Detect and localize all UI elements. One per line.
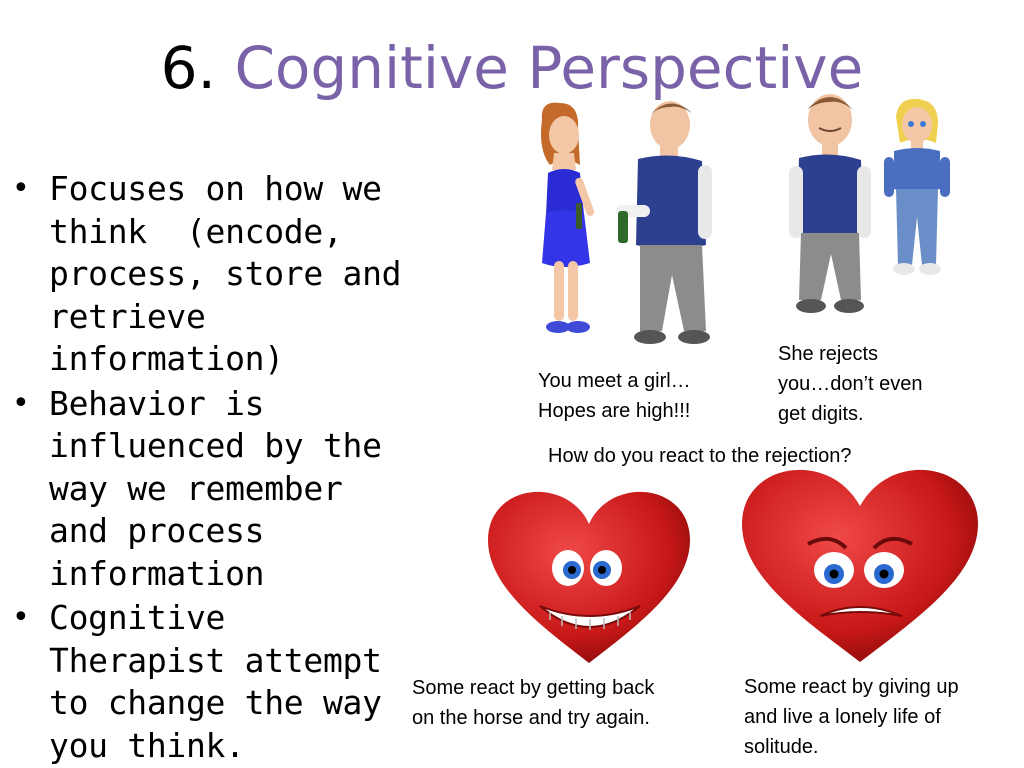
caption-question: How do you react to the rejection? — [548, 445, 852, 467]
bullet-dot-icon: • — [12, 385, 30, 421]
sad-heart-illustration — [742, 469, 978, 662]
bullet-dot-icon: • — [12, 600, 30, 635]
title-number: 6. — [160, 34, 216, 102]
caption-happy: Some react by getting back on the horse … — [412, 677, 655, 729]
girl-walking-away-illustration — [884, 98, 950, 275]
caption-meet: You meet a girl… Hopes are high!!! — [538, 370, 691, 422]
man-figure — [616, 101, 712, 344]
girl-figure — [541, 102, 595, 333]
bullet-item: • Behavior is influenced by the way we re… — [10, 383, 420, 596]
bullet-text: Behavior is influenced by the way we rem… — [49, 383, 402, 593]
bullet-dot-icon: • — [12, 171, 30, 206]
title-text: Cognitive Perspective — [234, 34, 864, 102]
happy-heart-illustration — [488, 491, 690, 663]
rejected-man-illustration — [789, 94, 871, 313]
slide-title: 6. Cognitive Perspective — [0, 28, 1024, 108]
caption-rejects: She rejects you…don’t even get digits. — [778, 343, 923, 425]
bullet-list: • Focuses on how we think (encode, proces… — [10, 168, 420, 768]
caption-sad: Some react by giving up and live a lonel… — [744, 676, 959, 758]
bullet-text: Cognitive Therapist attempt to change th… — [49, 598, 402, 765]
couple-meeting-illustration — [541, 101, 712, 344]
bullet-item: • Focuses on how we think (encode, proces… — [10, 168, 420, 381]
bullet-item: • Cognitive Therapist attempt to change t… — [10, 597, 420, 767]
bullet-text: Focuses on how we think (encode, process… — [49, 169, 421, 378]
